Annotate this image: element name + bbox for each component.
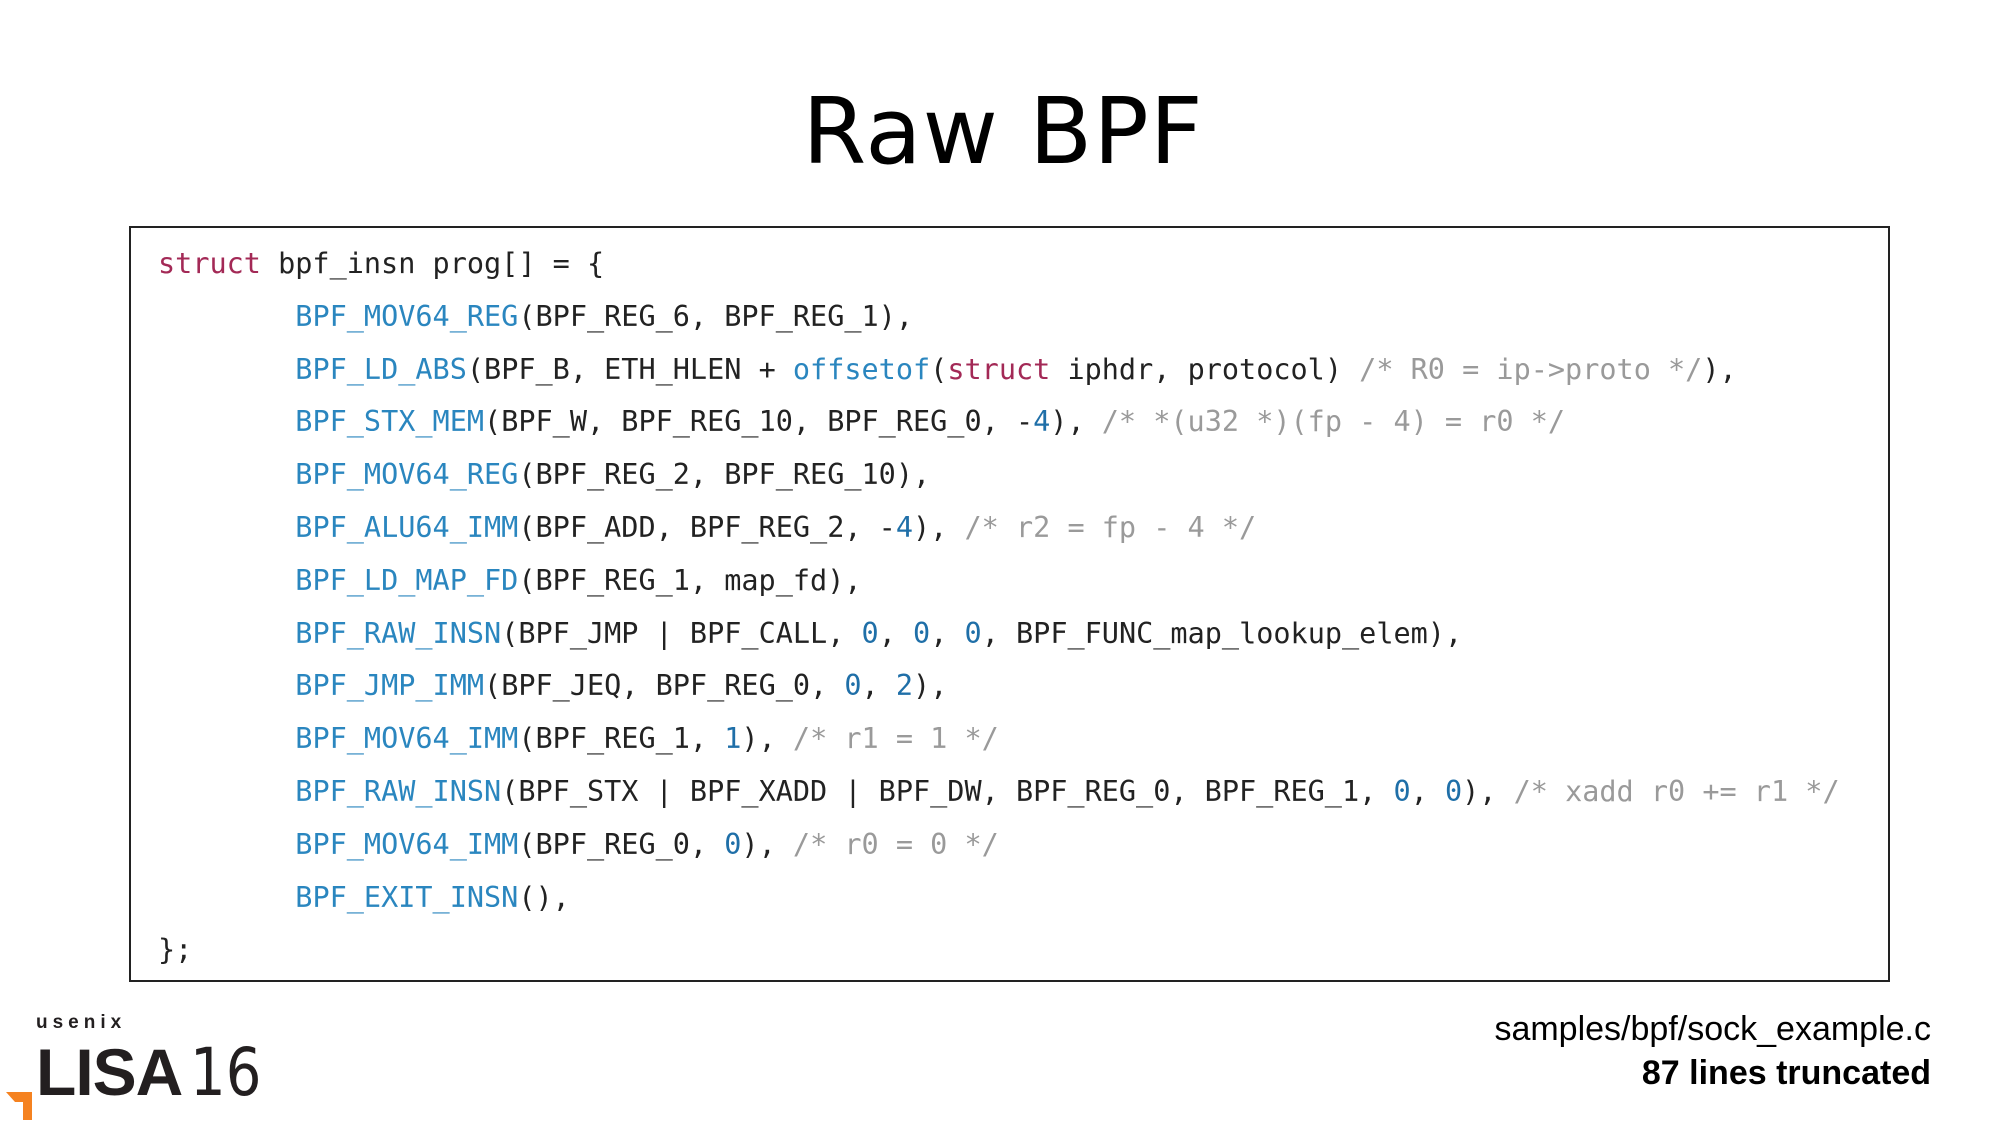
code-token-num: 2 (895, 669, 914, 703)
code-token-tx: ), (741, 722, 793, 756)
code-token-num: 0 (861, 616, 879, 650)
code-line: BPF_MOV64_IMM(BPF_REG_0, 0), /* r0 = 0 *… (158, 819, 1840, 872)
code-token-fn: BPF_JMP_IMM (295, 669, 485, 703)
code-line: BPF_MOV64_IMM(BPF_REG_1, 1), /* r1 = 1 *… (158, 713, 1840, 766)
code-token-tx: , (1410, 774, 1445, 808)
code-line: BPF_STX_MEM(BPF_W, BPF_REG_10, BPF_REG_0… (158, 396, 1840, 449)
code-token-tx: ), (1462, 774, 1514, 808)
code-token-tx: , BPF_FUNC_map_lookup_elem), (981, 616, 1463, 650)
code-token-tx: , (930, 616, 965, 650)
code-token-tx (158, 353, 295, 386)
code-token-fn: BPF_MOV64_IMM (295, 722, 519, 756)
code-token-kw: struct (158, 247, 261, 280)
code-token-tx: (BPF_REG_1, map_fd), (518, 563, 862, 597)
code-line: BPF_ALU64_IMM(BPF_ADD, BPF_REG_2, -4), /… (158, 502, 1840, 555)
code-token-num: 4 (895, 510, 914, 544)
code-token-tx: ), (1702, 352, 1737, 386)
code-token-num: 0 (1393, 774, 1411, 808)
logo-org: usenix (36, 1012, 127, 1033)
code-token-num: 0 (844, 669, 862, 703)
code-token-fn: BPF_RAW_INSN (295, 616, 502, 650)
code-line: }; (158, 924, 1840, 977)
code-line: struct bpf_insn prog[] = { (158, 238, 1840, 291)
code-token-tx: (BPF_JMP | BPF_CALL, (501, 616, 862, 650)
code-token-tx (158, 617, 295, 650)
code-token-tx: bpf_insn prog[] = { (260, 247, 605, 280)
code-token-tx: , (861, 669, 896, 703)
code-token-num: 0 (1444, 774, 1463, 808)
code-token-tx: (BPF_STX | BPF_XADD | BPF_DW, BPF_REG_0,… (501, 774, 1394, 808)
code-line: BPF_LD_ABS(BPF_B, ETH_HLEN + offsetof(st… (158, 344, 1840, 397)
code-token-cm: /* *(u32 *)(fp - 4) = r0 */ (1101, 405, 1566, 439)
code-token-kw: struct (947, 352, 1051, 386)
code-token-tx (158, 775, 295, 808)
code-token-fn: BPF_EXIT_INSN (295, 880, 519, 914)
code-token-fn: offsetof (792, 352, 931, 386)
source-file-path: samples/bpf/sock_example.c (1494, 1010, 1931, 1048)
truncation-note: 87 lines truncated (1641, 1054, 1931, 1092)
code-token-tx: (BPF_REG_1, (518, 722, 725, 756)
code-token-cm: /* R0 = ip->proto */ (1359, 352, 1703, 386)
code-token-num: 0 (724, 827, 742, 861)
code-line: BPF_RAW_INSN(BPF_STX | BPF_XADD | BPF_DW… (158, 766, 1840, 819)
code-token-tx: (BPF_ADD, BPF_REG_2, - (518, 510, 896, 544)
code-token-tx: (BPF_JEQ, BPF_REG_0, (484, 669, 845, 703)
code-token-tx: (BPF_REG_0, (518, 827, 725, 861)
code-token-num: 0 (913, 616, 931, 650)
code-token-fn: BPF_LD_ABS (295, 352, 467, 386)
code-line: BPF_LD_MAP_FD(BPF_REG_1, map_fd), (158, 555, 1840, 608)
code-line: BPF_MOV64_REG(BPF_REG_2, BPF_REG_10), (158, 449, 1840, 502)
code-token-tx: }; (158, 933, 193, 967)
code-block: struct bpf_insn prog[] = { BPF_MOV64_REG… (129, 226, 1890, 982)
code-token-num: 0 (964, 616, 982, 650)
code-token-fn: BPF_MOV64_REG (295, 458, 519, 492)
code-token-cm: /* r2 = fp - 4 */ (964, 510, 1257, 544)
code-token-tx: (BPF_B, ETH_HLEN + (466, 352, 793, 386)
code-token-tx (158, 722, 295, 755)
code-token-tx (158, 828, 295, 861)
code-line: BPF_RAW_INSN(BPF_JMP | BPF_CALL, 0, 0, 0… (158, 608, 1840, 661)
code-token-tx: ( (930, 352, 948, 386)
logo-corner-icon (6, 1092, 32, 1120)
code-line: BPF_JMP_IMM(BPF_JEQ, BPF_REG_0, 0, 2), (158, 660, 1840, 713)
code-token-tx (158, 564, 295, 597)
code-token-num: 1 (724, 722, 742, 756)
code-line: BPF_MOV64_REG(BPF_REG_6, BPF_REG_1), (158, 291, 1840, 344)
code-token-tx: ), (1050, 405, 1102, 439)
code-line: BPF_EXIT_INSN(), (158, 872, 1840, 925)
code-token-tx (158, 458, 295, 491)
code-token-tx: (BPF_REG_6, BPF_REG_1), (518, 299, 913, 333)
code-token-fn: BPF_STX_MEM (295, 405, 485, 439)
code-listing: struct bpf_insn prog[] = { BPF_MOV64_REG… (158, 238, 1840, 977)
code-token-tx: iphdr, protocol) (1050, 352, 1360, 386)
code-token-tx: ), (913, 510, 965, 544)
slide-title: Raw BPF (802, 78, 1204, 185)
code-token-cm: /* r1 = 1 */ (792, 722, 999, 756)
code-token-fn: BPF_MOV64_REG (295, 299, 519, 333)
code-token-tx: (BPF_W, BPF_REG_10, BPF_REG_0, - (484, 405, 1034, 439)
code-token-num: 4 (1033, 405, 1051, 439)
code-token-tx: ), (741, 827, 793, 861)
code-token-tx: , (878, 616, 914, 650)
code-token-tx: (BPF_REG_2, BPF_REG_10), (518, 458, 931, 492)
code-token-fn: BPF_RAW_INSN (295, 774, 502, 808)
code-token-tx: (), (518, 880, 570, 914)
code-token-fn: BPF_ALU64_IMM (295, 510, 519, 544)
code-token-fn: BPF_MOV64_IMM (295, 827, 519, 861)
code-token-fn: BPF_LD_MAP_FD (295, 563, 519, 597)
code-token-tx: ), (913, 669, 948, 703)
code-token-tx (158, 881, 295, 914)
code-token-cm: /* r0 = 0 */ (792, 827, 999, 861)
logo-year: 16 (190, 1034, 262, 1111)
code-token-tx (158, 669, 295, 702)
code-token-tx (158, 405, 295, 438)
logo-event: LISA (36, 1035, 183, 1109)
code-token-cm: /* xadd r0 += r1 */ (1513, 774, 1840, 808)
code-token-tx (158, 300, 295, 333)
code-token-tx (158, 511, 295, 544)
